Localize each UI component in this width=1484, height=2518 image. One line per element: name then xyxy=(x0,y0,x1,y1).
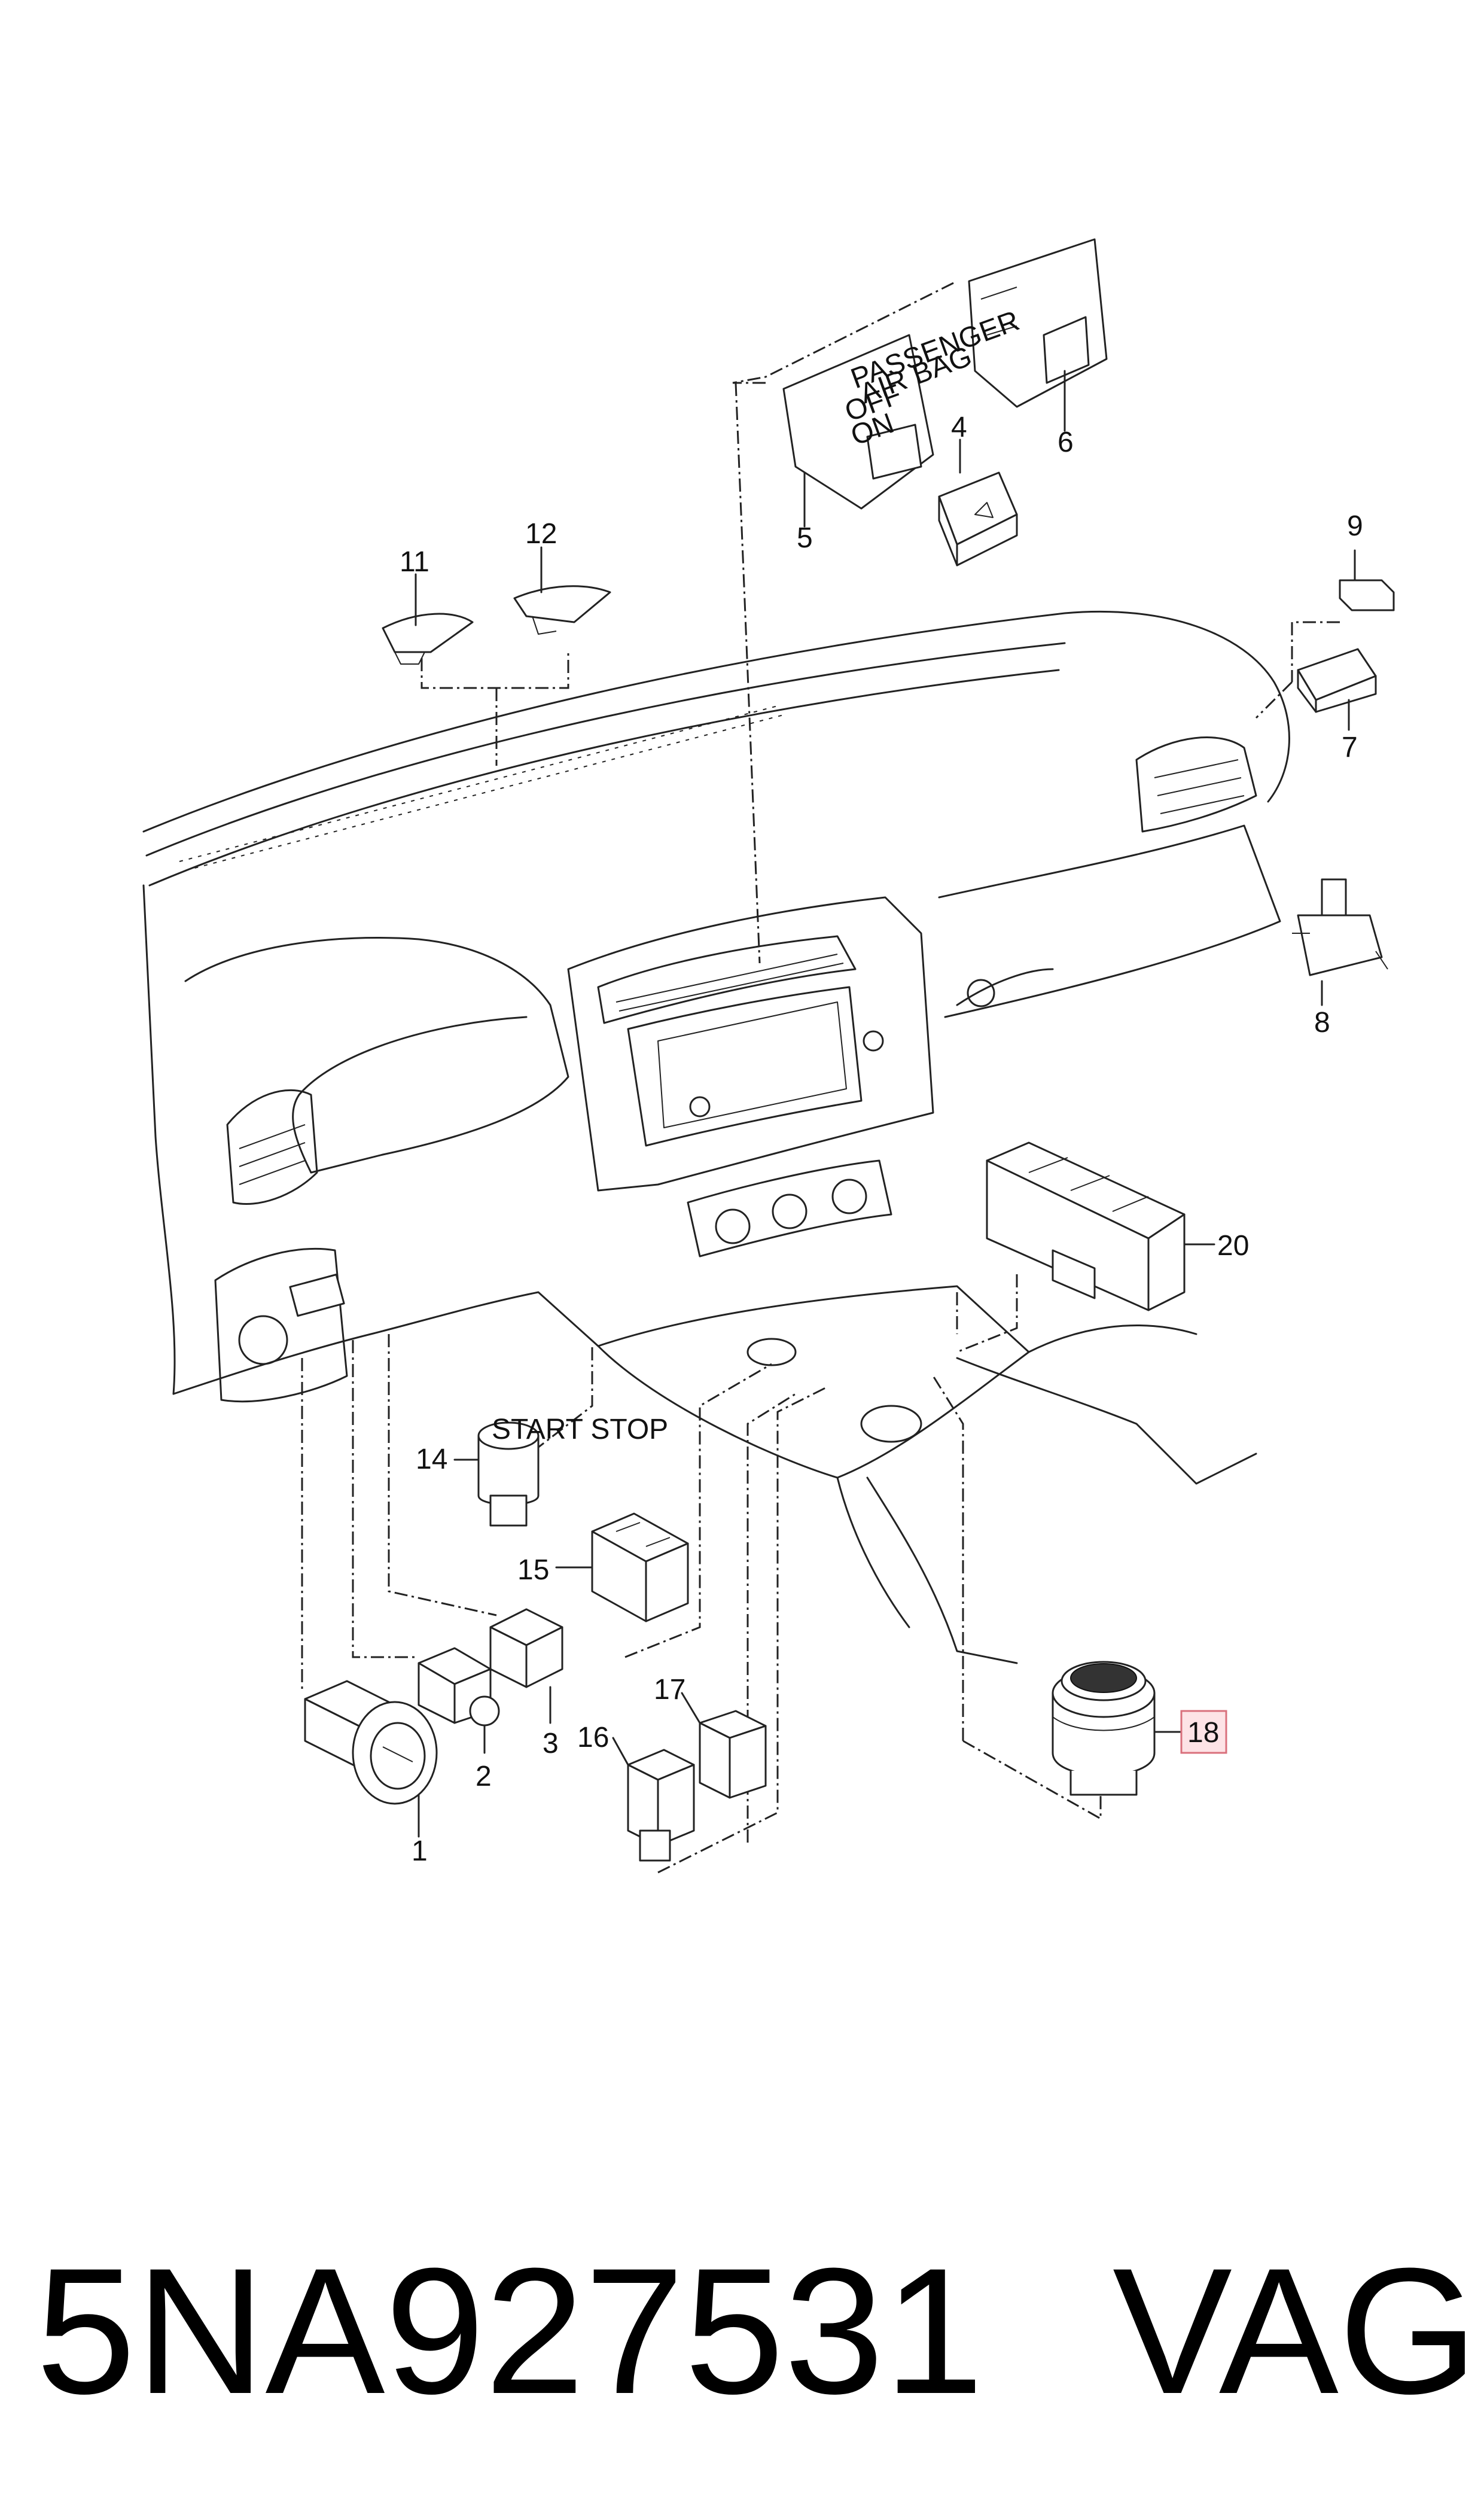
callout-20: 20 xyxy=(1217,1230,1249,1262)
callout-18: 18 xyxy=(1187,1717,1219,1749)
callout-6: 6 xyxy=(1058,427,1074,458)
callout-7: 7 xyxy=(1342,732,1358,763)
callout-8: 8 xyxy=(1314,1007,1330,1039)
part-4-hazard-switch xyxy=(938,471,1018,567)
brand-name: VAG xyxy=(1113,2230,1478,2431)
callout-11: 11 xyxy=(400,546,429,578)
part-number: 5NA927531 xyxy=(36,2230,984,2431)
callout-1: 1 xyxy=(412,1835,428,1867)
part-1-light-switch xyxy=(304,1680,438,1805)
callout-9: 9 xyxy=(1347,510,1363,542)
callout-4: 4 xyxy=(951,412,967,443)
part-3-switch xyxy=(489,1608,563,1688)
part-9-switch-blank xyxy=(1339,579,1395,611)
callout-2: 2 xyxy=(476,1761,492,1792)
leader-lines xyxy=(301,280,1340,1874)
callout-3: 3 xyxy=(543,1728,559,1759)
callout-labels: 1 2 3 4 5 6 7 8 9 11 12 14 15 16 17 18 2… xyxy=(400,412,1363,1867)
part-11-cover xyxy=(382,613,474,665)
part-8-sensor xyxy=(1292,878,1388,976)
part-2-switch xyxy=(418,1647,500,1727)
callout-17: 17 xyxy=(654,1674,685,1706)
dashboard-outline xyxy=(142,610,1290,1664)
part-16-switch xyxy=(627,1749,695,1862)
part-17-switch xyxy=(699,1710,767,1799)
part-18-rotary-selector xyxy=(1052,1661,1156,1796)
callout-18-highlight xyxy=(1180,1710,1227,1754)
part-12-cover xyxy=(513,585,611,635)
part-7-switch-frame xyxy=(1297,648,1377,713)
callout-12: 12 xyxy=(525,518,557,550)
part-14-start-button: START STOP xyxy=(477,1414,668,1527)
callout-ticks xyxy=(415,370,1356,1838)
callout-5: 5 xyxy=(797,522,813,554)
callout-15: 15 xyxy=(517,1554,549,1586)
callout-16: 16 xyxy=(577,1722,609,1753)
part-6-cover xyxy=(968,238,1108,408)
start-button-text: START STOP xyxy=(492,1414,668,1445)
part-15-switch xyxy=(591,1512,689,1622)
part-20-switch-block xyxy=(986,1141,1186,1311)
callout-14: 14 xyxy=(416,1444,447,1475)
